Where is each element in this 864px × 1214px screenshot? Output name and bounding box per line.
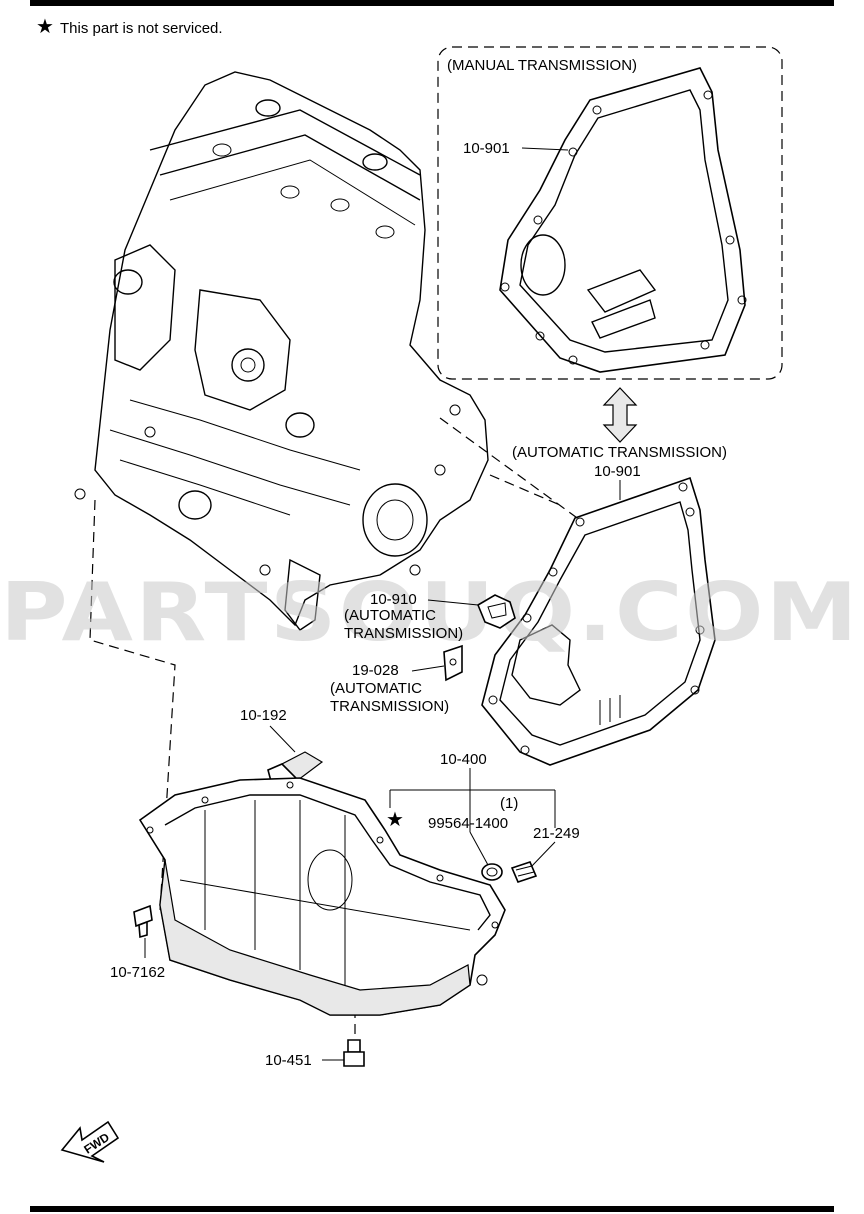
bracket-part (443, 644, 463, 682)
bottom-border (30, 1206, 834, 1212)
washer-part-number: 99564-1400 (428, 815, 508, 832)
gasket-manual-part-number: 10-901 (463, 140, 510, 157)
oil-pan-part (138, 777, 506, 1016)
drain-plug-part (510, 861, 538, 883)
not-serviced-star-icon: ★ (36, 16, 54, 38)
engine-block-illustration (74, 71, 489, 631)
drain-plug-part-number: 21-249 (533, 825, 580, 842)
not-serviced-star-marker-icon: ★ (386, 809, 404, 831)
forward-arrow-icon: FWD (60, 1120, 120, 1163)
plate-note-line2: TRANSMISSION) (344, 625, 463, 642)
manual-transmission-box (437, 46, 783, 380)
bolt-part-number: 10-7162 (110, 964, 165, 981)
stud-part (343, 1039, 365, 1067)
stud-part-number: 10-451 (265, 1052, 312, 1069)
bracket-part-number: 19-028 (352, 662, 399, 679)
bracket-note-line2: TRANSMISSION) (330, 698, 449, 715)
plate-note-line1: (AUTOMATIC (344, 607, 436, 624)
washer-quantity: (1) (500, 795, 518, 812)
top-border (30, 0, 834, 6)
dipstick-part-number: 10-192 (240, 707, 287, 724)
gasket-auto-part-number: 10-901 (594, 463, 641, 480)
bracket-note-line1: (AUTOMATIC (330, 680, 422, 697)
gasket-manual-transmission (499, 67, 747, 373)
washer-part (481, 863, 503, 881)
watermark: PARTSOUQ.COM (0, 566, 860, 659)
gasket-automatic-transmission (481, 476, 716, 766)
manual-transmission-label: (MANUAL TRANSMISSION) (447, 57, 637, 74)
bolt-part (133, 904, 153, 939)
plate-part (476, 594, 516, 629)
oil-pan-part-number: 10-400 (440, 751, 487, 768)
not-serviced-note: This part is not serviced. (60, 20, 223, 37)
plate-part-number: 10-910 (370, 591, 417, 608)
alternative-arrow-icon (602, 387, 638, 443)
automatic-transmission-label: (AUTOMATIC TRANSMISSION) (512, 444, 727, 461)
